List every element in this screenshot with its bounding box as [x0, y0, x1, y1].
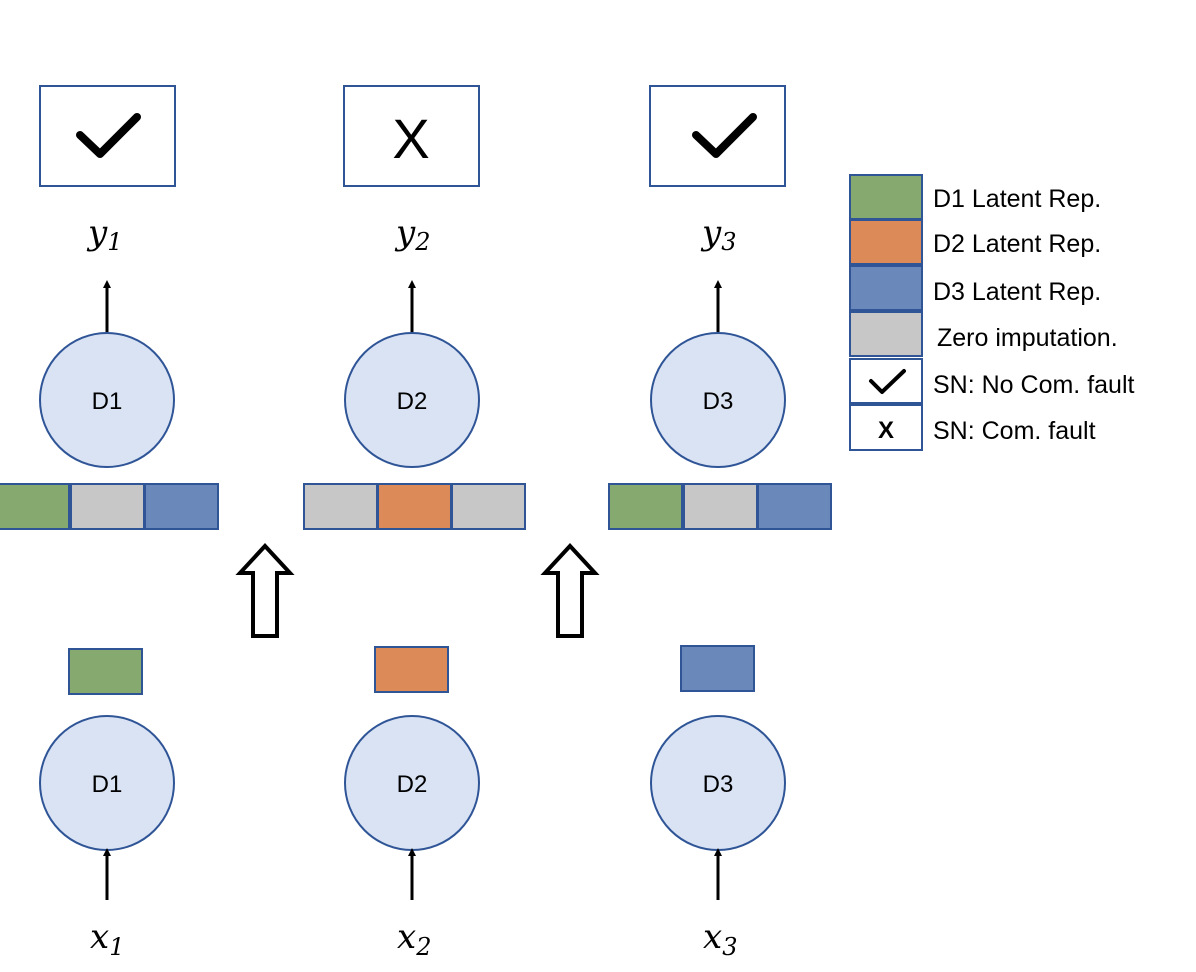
check-icon [76, 113, 141, 158]
vector-cell [608, 483, 683, 530]
node-label: D3 [703, 771, 734, 798]
legend-swatch [849, 265, 923, 311]
vector-cell [451, 483, 526, 530]
hollow-up-arrow [540, 543, 600, 638]
bottom-node-3: D3 [650, 715, 786, 851]
node-label: D2 [397, 771, 428, 798]
legend-swatch [849, 404, 923, 451]
hollow-up-arrow [235, 543, 295, 638]
legend-label: SN: Com. fault [933, 417, 1096, 445]
legend-swatch [849, 219, 923, 265]
vector-cell [0, 483, 70, 530]
top-node-1: D1 [39, 332, 175, 468]
output-var-3: y3 [700, 213, 737, 256]
bottom-node-2: D2 [344, 715, 480, 851]
status-box-3 [649, 85, 786, 187]
top-node-2: D2 [344, 332, 480, 468]
output-2: X y2 [343, 85, 480, 256]
legend-swatch [849, 358, 923, 404]
latent-vector-2 [303, 483, 526, 530]
vector-cell [377, 483, 452, 530]
vector-cell [144, 483, 219, 530]
fault-x-icon: X [392, 107, 429, 170]
input-var-1: x1 [90, 917, 124, 961]
vector-cell [683, 483, 758, 530]
node-label: D3 [703, 388, 734, 415]
node-label: D1 [92, 771, 123, 798]
top-node-3: D3 [650, 332, 786, 468]
legend-swatch [849, 174, 923, 220]
input-var-2: x2 [397, 917, 431, 961]
output-var-1: y1 [86, 213, 123, 256]
node-label: D2 [397, 388, 428, 415]
legend-label: Zero imputation. [937, 324, 1118, 352]
output-3: y3 [649, 85, 786, 256]
node-label: D1 [92, 388, 123, 415]
legend-label: D2 Latent Rep. [933, 230, 1101, 258]
status-box-2 [343, 85, 480, 187]
latent-rep-1 [68, 648, 143, 695]
legend-label: SN: No Com. fault [933, 371, 1135, 399]
legend-label: D1 Latent Rep. [933, 185, 1101, 213]
input-var-3: x3 [703, 917, 737, 961]
vector-cell [303, 483, 378, 530]
latent-vector-1 [0, 483, 219, 530]
legend-swatch [849, 311, 923, 357]
check-icon [692, 113, 757, 158]
latent-vector-3 [608, 483, 832, 530]
vector-cell [757, 483, 832, 530]
bottom-node-1: D1 [39, 715, 175, 851]
output-1: y1 [39, 85, 176, 256]
output-var-2: y2 [394, 213, 431, 256]
latent-rep-3 [680, 645, 755, 692]
vector-cell [70, 483, 145, 530]
status-box-1 [39, 85, 176, 187]
check-icon [869, 369, 906, 394]
fault-x-icon: X [878, 417, 894, 444]
latent-rep-2 [374, 646, 449, 693]
legend: D1 Latent Rep. D2 Latent Rep. D3 Latent … [849, 174, 1135, 451]
legend-label: D3 Latent Rep. [933, 278, 1101, 306]
